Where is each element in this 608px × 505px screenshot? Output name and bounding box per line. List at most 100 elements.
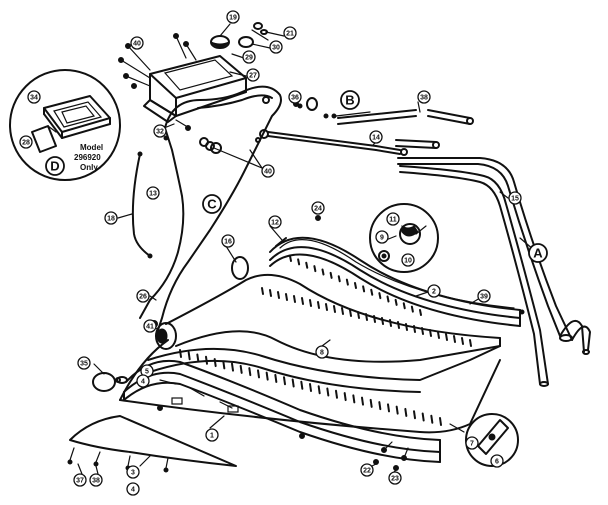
callout-30: 30	[269, 40, 283, 54]
console-assembly	[118, 22, 269, 123]
belt-slat	[345, 278, 349, 286]
belt-slat	[354, 282, 357, 289]
callout-label: 24	[314, 206, 322, 213]
callout-label: 29	[245, 55, 253, 62]
callout-label: 38	[92, 478, 100, 485]
callout-18: 18	[104, 211, 118, 225]
belt-slat	[404, 407, 408, 417]
callout-label: 14	[372, 135, 380, 142]
callout-34: 34	[27, 90, 41, 104]
belt-slat	[410, 305, 414, 313]
callout-label: 7	[470, 441, 474, 448]
callout-10: 10	[401, 253, 415, 267]
detail-circle-6-7	[449, 413, 519, 467]
callout-1: 1	[205, 428, 219, 442]
belt-slat	[326, 387, 330, 397]
belt-slat	[321, 268, 325, 276]
belt-slat	[378, 401, 382, 411]
detail-circle-9-11	[369, 203, 439, 273]
callout-8: 8	[315, 345, 329, 359]
callout-label: 28	[22, 140, 30, 147]
callout-label: 4	[141, 379, 145, 386]
callout-label: 35	[80, 361, 88, 368]
belt-slat	[461, 337, 464, 345]
belt-slat	[394, 298, 398, 306]
callout-label: 16	[224, 239, 232, 246]
assembly-letter-B: B	[340, 90, 360, 110]
belt-slat	[373, 315, 376, 323]
belt-slat	[231, 362, 234, 372]
belt-slat	[365, 313, 368, 321]
assembly-letter-label: B	[345, 93, 354, 108]
belt-slat	[325, 303, 328, 311]
belt-slat	[413, 325, 416, 333]
belt-slat	[419, 309, 422, 316]
belt-slat	[337, 275, 341, 283]
callout-9: 9	[375, 230, 389, 244]
belt-slat	[381, 317, 384, 325]
belt-slat	[437, 331, 440, 339]
belt-slat	[283, 376, 286, 386]
callout-16: 16	[221, 234, 235, 248]
belt-slat	[222, 360, 226, 370]
callout-40: 40	[130, 36, 144, 50]
belt-slat	[405, 323, 408, 331]
callout-7: 7	[465, 436, 479, 450]
callout-6: 6	[490, 454, 504, 468]
callout-label: 19	[229, 15, 237, 22]
belt-slat	[289, 255, 292, 262]
belt-slat	[293, 295, 296, 303]
callout-4: 4	[136, 374, 150, 388]
callout-38: 38	[417, 90, 431, 104]
belt-slat	[349, 309, 352, 317]
callout-14: 14	[369, 130, 383, 144]
belt-slat	[402, 302, 406, 310]
belt-slat	[305, 261, 309, 269]
callout-23: 23	[388, 471, 402, 485]
side-cover-3	[67, 415, 237, 473]
callout-label: 27	[249, 73, 257, 80]
belt-slat	[301, 297, 304, 305]
callout-label: 26	[139, 294, 147, 301]
callout-label: 8	[320, 350, 324, 357]
callout-label: 30	[272, 45, 280, 52]
callout-label: 41	[146, 324, 154, 331]
belt-slat	[248, 367, 252, 377]
belt-slat	[397, 321, 400, 329]
belt-slat	[453, 335, 456, 343]
belt-slat	[309, 299, 312, 307]
roller-16	[231, 256, 249, 280]
belt-slat	[269, 289, 272, 297]
leader-lines	[77, 23, 535, 477]
callout-label: 38	[420, 95, 428, 102]
callout-label: 2	[432, 289, 436, 296]
belt-slat	[187, 351, 191, 361]
belt-slat	[196, 353, 200, 363]
belt-slat	[329, 271, 333, 279]
callout-label: 15	[511, 196, 519, 203]
callout-label: 6	[495, 459, 499, 466]
belt-slat	[352, 394, 356, 404]
callout-36: 36	[288, 90, 302, 104]
belt-slat	[421, 327, 424, 335]
callout-label: 23	[391, 476, 399, 483]
belt-slat	[370, 288, 374, 296]
belt-slat	[469, 339, 472, 347]
callout-label: 36	[291, 95, 299, 102]
belt-slat	[386, 295, 390, 303]
callout-40: 40	[261, 164, 275, 178]
callout-19: 19	[226, 10, 240, 24]
callout-35: 35	[77, 356, 91, 370]
callout-4: 4	[126, 482, 140, 496]
callout-label: 21	[286, 31, 294, 38]
callout-label: 39	[480, 294, 488, 301]
side-rail-2	[269, 236, 521, 327]
belt-slat	[357, 311, 360, 319]
belt-slat	[421, 412, 425, 422]
callout-label: 5	[145, 369, 149, 376]
belt-slat	[333, 305, 336, 313]
callout-label: 11	[389, 217, 397, 224]
belt-slat	[378, 292, 382, 300]
callout-label: 22	[363, 468, 371, 475]
